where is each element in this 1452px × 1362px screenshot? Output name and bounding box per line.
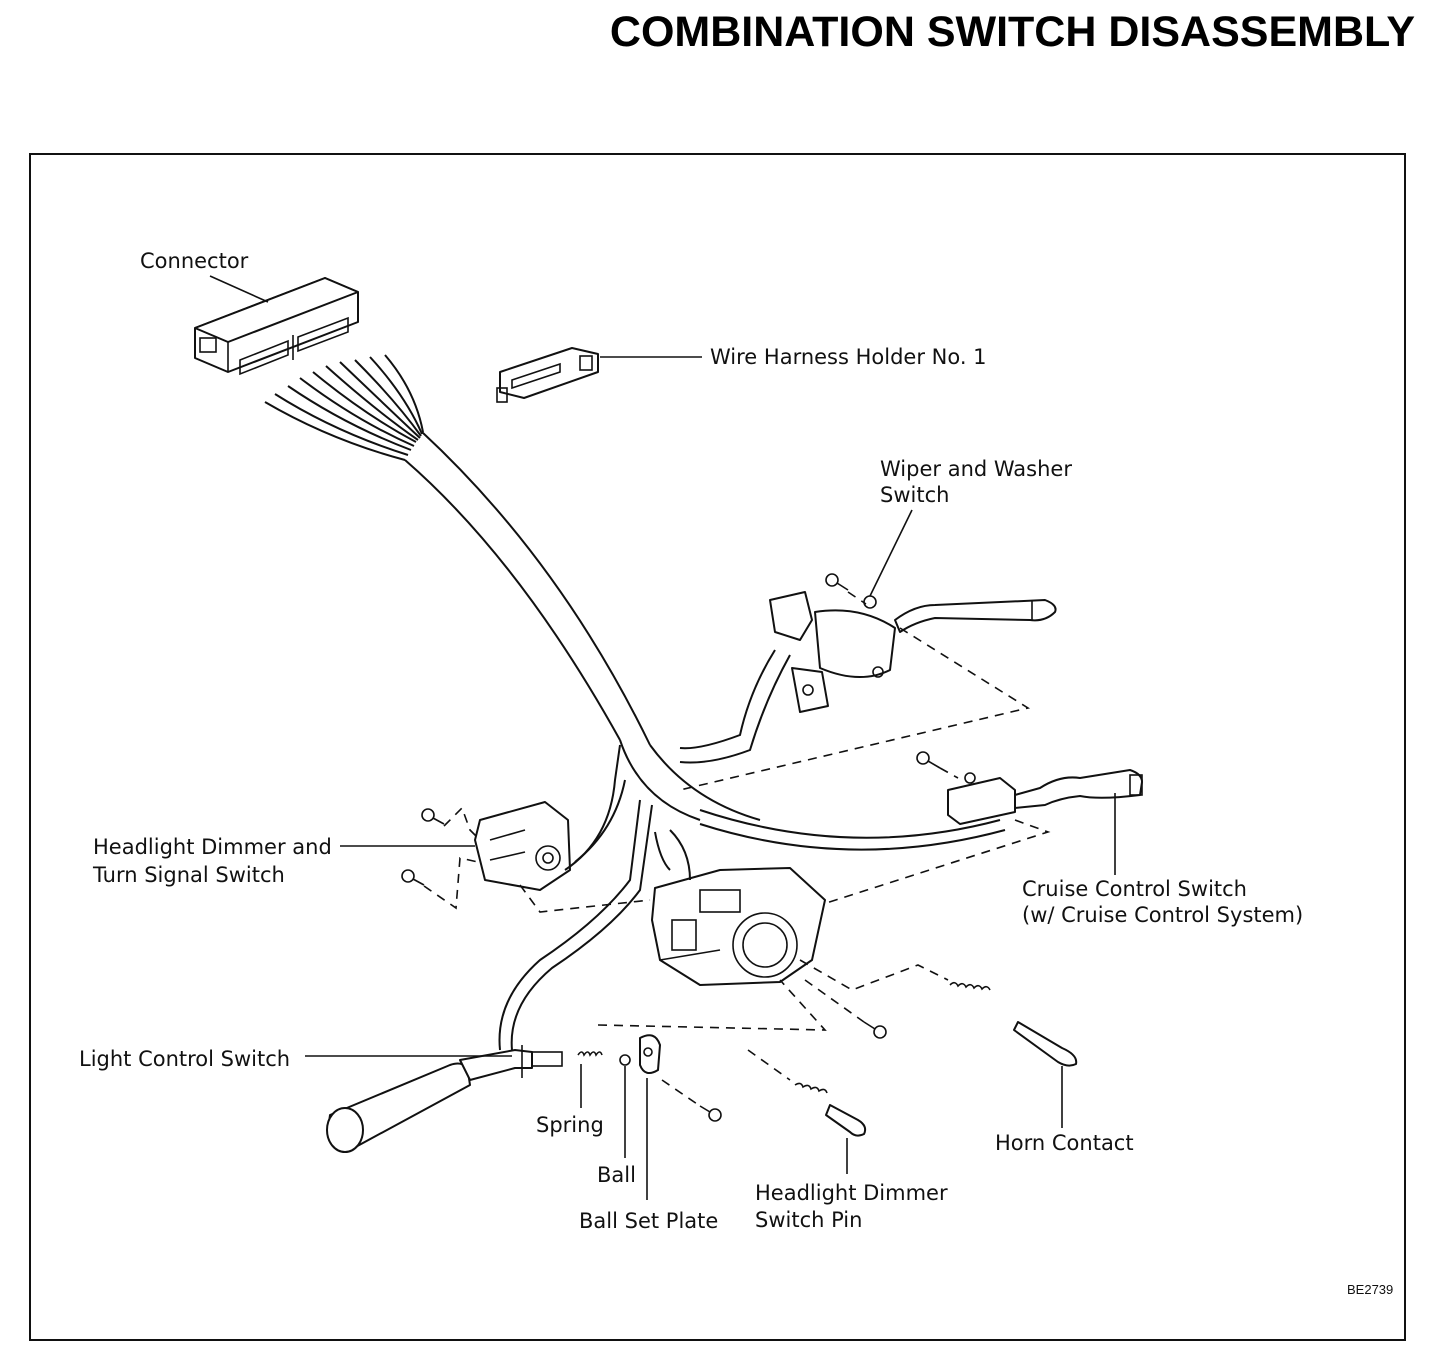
body-wire xyxy=(654,831,671,871)
switch-body-part xyxy=(651,867,826,986)
cruise-cable xyxy=(699,809,1001,839)
turn-signal-cable xyxy=(564,744,621,871)
wire-bundle xyxy=(264,354,761,821)
light-control-cable xyxy=(498,799,641,1051)
cruise-control-switch-part xyxy=(947,769,1143,825)
wiper-dash-guide xyxy=(679,627,1031,791)
page-title: COMBINATION SWITCH DISASSEMBLY xyxy=(609,8,1415,56)
turn-screw-guide-top xyxy=(443,806,479,839)
connector-leader xyxy=(209,275,269,303)
label-cruise-control-2: (w/ Cruise Control System) xyxy=(1022,903,1303,927)
horn-contact-part xyxy=(949,981,1078,1067)
cruise-cable-2 xyxy=(699,823,1006,851)
cruise-dash-guide xyxy=(819,819,1051,906)
center-screw-icon xyxy=(863,1021,887,1039)
label-horn-contact: Horn Contact xyxy=(995,1131,1134,1155)
diagram-frame xyxy=(29,153,1406,1341)
wiper-screw-guide xyxy=(847,591,867,605)
light-control-cable-2 xyxy=(510,804,653,1051)
wiper-leader xyxy=(869,509,913,597)
wiper-screw-icon xyxy=(825,573,849,591)
ball-set-screw-guide xyxy=(661,1079,701,1107)
wiper-washer-switch-part xyxy=(769,591,1057,713)
cruise-screw-guide xyxy=(939,767,959,779)
ball-set-plate-part xyxy=(639,1034,661,1075)
turn-signal-cable-2 xyxy=(574,779,626,863)
wiper-cable-2 xyxy=(679,654,791,764)
label-headlight-dimmer-turn-2: Turn Signal Switch xyxy=(92,863,285,887)
label-wiper-washer-1: Wiper and Washer xyxy=(880,457,1072,481)
turn-dash-guide xyxy=(519,884,651,913)
turn-screw-bottom-icon xyxy=(401,869,425,886)
label-cruise-control-1: Cruise Control Switch xyxy=(1022,877,1247,901)
headlight-dimmer-turn-signal-switch-part xyxy=(474,801,571,891)
wire-harness-holder-part xyxy=(496,347,599,403)
turn-screw-top-icon xyxy=(421,808,445,825)
cruise-screw-icon xyxy=(916,751,941,769)
center-screw-guide xyxy=(804,979,865,1023)
turn-screw-guide-bottom xyxy=(423,857,479,910)
figure-code: BE2739 xyxy=(1347,1282,1393,1297)
spring-part xyxy=(577,1051,603,1057)
label-ball-set-plate: Ball Set Plate xyxy=(579,1209,718,1233)
dimmer-pin-guide xyxy=(747,1049,791,1081)
wiper-cable xyxy=(679,649,776,750)
label-light-control-switch: Light Control Switch xyxy=(79,1047,290,1071)
ball-part xyxy=(619,1054,631,1066)
body-wire-2 xyxy=(669,829,691,881)
label-headlight-dimmer-pin-2: Switch Pin xyxy=(755,1208,862,1232)
label-wiper-washer-2: Switch xyxy=(880,483,949,507)
label-headlight-dimmer-turn-1: Headlight Dimmer and xyxy=(93,835,332,859)
ball-set-screw-icon xyxy=(699,1105,722,1122)
label-wire-harness-holder: Wire Harness Holder No. 1 xyxy=(710,345,987,369)
connector-part xyxy=(194,277,359,376)
label-connector: Connector xyxy=(140,249,249,273)
light-control-switch-part xyxy=(326,1045,563,1153)
horn-dash-guide xyxy=(799,959,949,991)
label-headlight-dimmer-pin-1: Headlight Dimmer xyxy=(755,1181,948,1205)
headlight-dimmer-pin-part xyxy=(794,1082,867,1137)
label-ball: Ball xyxy=(597,1163,636,1187)
label-spring: Spring xyxy=(536,1113,604,1137)
light-dash-guide xyxy=(597,979,827,1031)
